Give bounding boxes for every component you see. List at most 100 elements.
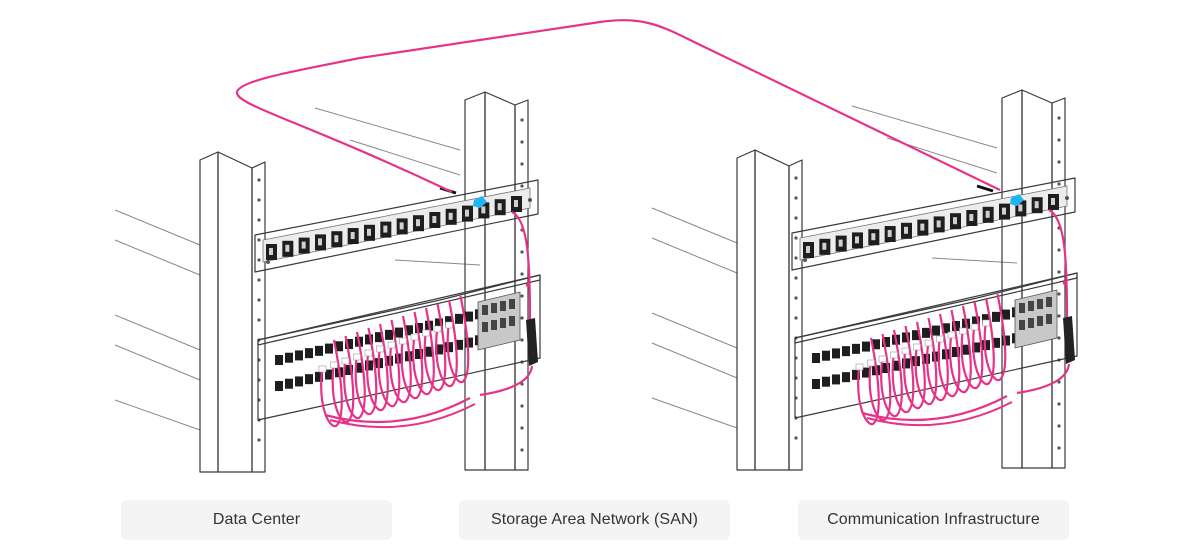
rack-hole [520,338,524,342]
port-latch [481,206,486,214]
patch-cord [331,335,355,424]
switch-port [852,369,860,380]
shelf-line [851,105,998,149]
patch-cord [366,323,389,412]
port-latch [1002,207,1006,215]
switch-port [862,341,870,352]
rack-post [199,151,219,473]
rack-hole [257,438,261,442]
patch-cord [389,315,412,404]
rack-post [1021,89,1053,469]
port-latch [432,216,437,223]
switch-port [315,371,323,382]
communication-infrastructure-label: Communication Infrastructure [798,500,1069,540]
patch-cord [880,329,903,418]
cord-plug [364,349,373,357]
switch-port [942,323,950,334]
switch-port [455,339,463,350]
rack-hole [257,278,261,282]
port-latch [497,203,502,211]
blue-connector [1010,194,1024,206]
switch-port [305,348,313,359]
cord-plug [913,343,921,351]
cord-plug [330,361,338,369]
rack-hole [1057,314,1061,318]
rack-hole [794,256,798,260]
shelf-line [651,237,738,274]
rack-hole [257,258,261,262]
switch-port [435,318,443,329]
cord-plug [890,351,898,359]
switch-port [325,343,333,354]
patch-cord [960,301,984,390]
patch-cord [446,295,470,384]
rack-hole [520,250,524,254]
rack-hole [257,318,261,322]
rack-hole [794,436,798,440]
port-latch [350,232,355,239]
port-latch [1018,204,1023,212]
switch-port [1002,309,1010,320]
cable-clip [1062,280,1068,286]
switch-port [375,332,383,343]
switch-port [972,342,980,353]
patch-cord-bundle [866,401,1013,427]
switch-port [365,334,373,345]
fanout-cable [1016,363,1071,395]
switch-port [812,353,820,363]
switch-port [842,346,850,357]
switch-port [982,340,990,351]
switch-port [365,360,373,371]
rack-hole [520,294,524,298]
switch-port [832,374,840,385]
uplink-port [1046,297,1052,307]
rack-post [464,91,486,471]
switch-port [862,367,870,378]
rack-post [514,99,529,471]
switch-port [892,360,900,371]
rack-hole [794,316,798,320]
switch-port [822,350,830,361]
cord-plug [901,347,910,355]
rack-hole [1057,446,1061,450]
uplink-port [491,303,497,313]
switch-port [305,374,313,385]
shelf-line [651,342,738,379]
uplink-port [500,318,506,328]
patch-cord [343,331,366,420]
shelf-line [349,139,461,176]
patch-cord [868,333,892,422]
cord-plug [970,323,979,331]
uplink-port [1019,320,1025,330]
shelf-line [651,312,738,349]
fanout-cable [479,365,534,397]
network-switch [257,274,541,421]
switch-port [882,363,890,373]
cable-clip [525,282,531,288]
port-latch [969,214,974,221]
uplink-port [491,320,497,330]
rack-hole [257,298,261,302]
switch-port [345,365,353,375]
patch-panel [791,177,1076,271]
switch-port [275,355,283,365]
cord-plug [878,355,887,363]
uplink-port [1028,301,1034,311]
cord-plug [399,337,407,345]
switch-port [445,342,453,353]
port-latch [416,219,420,227]
shelf-line [114,399,201,431]
cord-plug [318,365,327,373]
port-latch [904,226,908,234]
switch-port [902,358,910,369]
patch-cord-bundle [861,395,1008,422]
port-latch [871,233,876,241]
rack-hole [520,184,524,188]
port-latch [269,248,273,255]
switch-port [962,344,970,355]
shelf-line [114,314,201,351]
port-latch [855,236,859,244]
cord-plug [422,329,430,337]
cord-plug [959,327,967,335]
rack-hole [1057,138,1061,142]
